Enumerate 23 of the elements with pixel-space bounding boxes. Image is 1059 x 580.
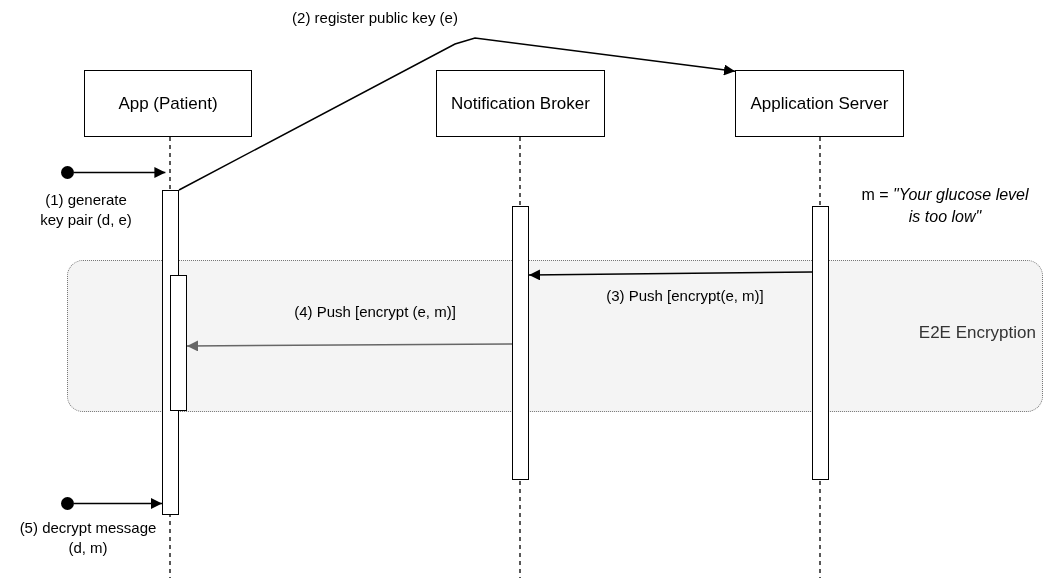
activation-bar	[812, 206, 829, 480]
zone-label: E2E Encryption	[918, 323, 1036, 343]
participant-label: Application Server	[750, 93, 889, 114]
edge-label: (2) register public key (e)	[291, 8, 459, 28]
message-arrow	[528, 269, 813, 281]
participant-box	[84, 70, 252, 137]
encryption-zone	[67, 260, 1043, 412]
message-note: m = "Your glucose level is too low"	[860, 185, 1030, 228]
participant-label: App (Patient)	[118, 93, 218, 114]
start-dot	[61, 497, 74, 510]
message-arrow	[73, 167, 167, 178]
edge-label: (1) generate key pair (d, e)	[39, 190, 133, 229]
edge-label: (3) Push [encrypt(e, m)]	[605, 286, 765, 306]
start-dot	[61, 166, 74, 179]
edge-label: (5) decrypt message (d, m)	[18, 518, 158, 557]
message-arrow	[73, 498, 163, 509]
message-arrow	[186, 340, 513, 352]
edge-label: (4) Push [encrypt (e, m)]	[293, 302, 457, 322]
activation-bar	[512, 206, 529, 480]
participant-box	[436, 70, 605, 137]
message-arrow	[178, 37, 736, 191]
participant-label: Notification Broker	[451, 93, 590, 114]
participant-box	[735, 70, 904, 137]
